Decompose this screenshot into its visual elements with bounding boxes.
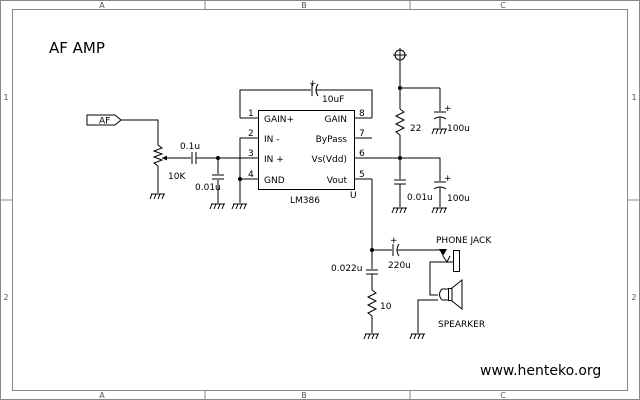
- zobel-capacitor: 0.022u: [331, 264, 378, 290]
- ic-pin-num-7: 7: [359, 129, 365, 139]
- wire-vout: [371, 179, 392, 251]
- gain-capacitor-polarity: +: [309, 79, 317, 89]
- zobel-resistor: 10: [366, 289, 392, 333]
- column-label-bottom-c: C: [500, 391, 506, 400]
- phone-jack-label: PHONE JACK: [436, 236, 492, 246]
- junction-vs: [398, 156, 402, 160]
- ground-speaker: [409, 333, 425, 340]
- supply-capacitor-top-label: 100u: [447, 124, 470, 134]
- supply-capacitor-bottom-label: 100u: [447, 194, 470, 204]
- zobel-resistor-label: 10: [380, 302, 392, 312]
- af-net-label-text: AF: [99, 117, 110, 127]
- input-shunt-capacitor: 0.01u: [195, 158, 224, 203]
- input-shunt-capacitor-label: 0.01u: [195, 183, 221, 193]
- row-label-left-1: 1: [3, 93, 8, 102]
- ic-pin-num-2: 2: [248, 129, 254, 139]
- output-capacitor-label: 220u: [388, 261, 411, 271]
- supply-capacitor-small: 0.01u: [394, 179, 433, 207]
- supply-resistor-label: 22: [410, 124, 421, 134]
- supply-capacitor-bottom: + 100u: [433, 174, 470, 207]
- ic-pin-num-6: 6: [359, 149, 365, 159]
- ground-ic: [231, 203, 247, 210]
- output-capacitor: + 220u: [388, 236, 411, 271]
- ic-pin-name-gnd: GND: [264, 176, 285, 186]
- ic-pin-name-in-minus: IN -: [264, 135, 280, 145]
- wire-cout-to-jack: [397, 249, 444, 256]
- zobel-capacitor-label: 0.022u: [331, 264, 362, 274]
- row-label-right-1: 1: [631, 93, 636, 102]
- ground-supply-small: [391, 207, 407, 214]
- ic-pin-name-bypass: ByPass: [316, 135, 348, 145]
- schematic-title: AF AMP: [49, 39, 105, 57]
- supply-capacitor-small-label: 0.01u: [407, 193, 433, 203]
- row-label-right-2: 2: [631, 293, 636, 302]
- ic-pin-num-5: 5: [359, 170, 365, 180]
- speaker-label: SPEARKER: [438, 320, 485, 330]
- border-column-labels: A B C A B C: [99, 1, 506, 400]
- wire-pin2: [239, 137, 247, 203]
- ic-pin-name-gain-plus: GAIN+: [264, 115, 294, 125]
- supply-resistor: 22: [394, 108, 421, 136]
- ic-pin-num-8: 8: [359, 109, 365, 119]
- output-capacitor-polarity: +: [390, 236, 398, 246]
- ic-pin-num-1: 1: [248, 109, 254, 119]
- wire-pin8-gain: [316, 89, 373, 118]
- ic-pin-num-3: 3: [248, 149, 254, 159]
- ic-pin-name-in-plus: IN +: [264, 155, 284, 165]
- ic-lm386: 1 2 3 4 8 7 6 5 GAIN+ IN - IN + GND GAIN…: [240, 109, 372, 206]
- column-label-top-b: B: [301, 1, 307, 10]
- ground-supply-top: [431, 128, 447, 135]
- row-label-left-2: 2: [3, 293, 8, 302]
- ground-zobel: [363, 333, 379, 340]
- junction-ground: [238, 177, 242, 181]
- gain-capacitor: + 10uF: [309, 79, 344, 105]
- supply-capacitor-top-polarity: +: [444, 104, 452, 114]
- vcc-symbol: [393, 48, 407, 62]
- supply-capacitor-bottom-polarity: +: [444, 174, 452, 184]
- input-capacitor: 0.1u: [180, 142, 200, 164]
- ic-reference: U: [350, 191, 357, 201]
- ic-pin-name-vout: Vout: [327, 176, 348, 186]
- volume-label: 10K: [168, 172, 186, 182]
- wire-pin6-vs: [372, 157, 441, 181]
- gain-capacitor-label: 10uF: [322, 95, 344, 105]
- column-label-top-c: C: [500, 1, 506, 10]
- ic-pin-name-vs: Vs(Vdd): [312, 155, 347, 165]
- input-capacitor-label: 0.1u: [180, 142, 200, 152]
- wire-pin1-gain: [239, 89, 311, 118]
- column-label-bottom-a: A: [99, 391, 105, 400]
- ic-part-name: LM386: [290, 196, 320, 206]
- border-row-labels: 1 2 1 2: [3, 93, 636, 302]
- speaker: SPEARKER: [417, 278, 485, 333]
- column-label-bottom-b: B: [301, 391, 307, 400]
- ic-pin-num-4: 4: [248, 170, 254, 180]
- website-url: www.henteko.org: [480, 363, 601, 379]
- phone-jack: PHONE JACK: [429, 236, 492, 296]
- ground-input-shunt: [209, 203, 225, 210]
- supply-capacitor-top: + 100u: [433, 88, 470, 134]
- column-label-top-a: A: [99, 1, 105, 10]
- wire-af-to-volume: [121, 119, 159, 145]
- ic-pin-name-gain: GAIN: [324, 115, 347, 125]
- ground-supply-bottom: [431, 207, 447, 214]
- volume-potentiometer: 10K: [152, 144, 186, 193]
- ground-volume: [149, 193, 165, 200]
- af-net-label: AF: [86, 114, 122, 127]
